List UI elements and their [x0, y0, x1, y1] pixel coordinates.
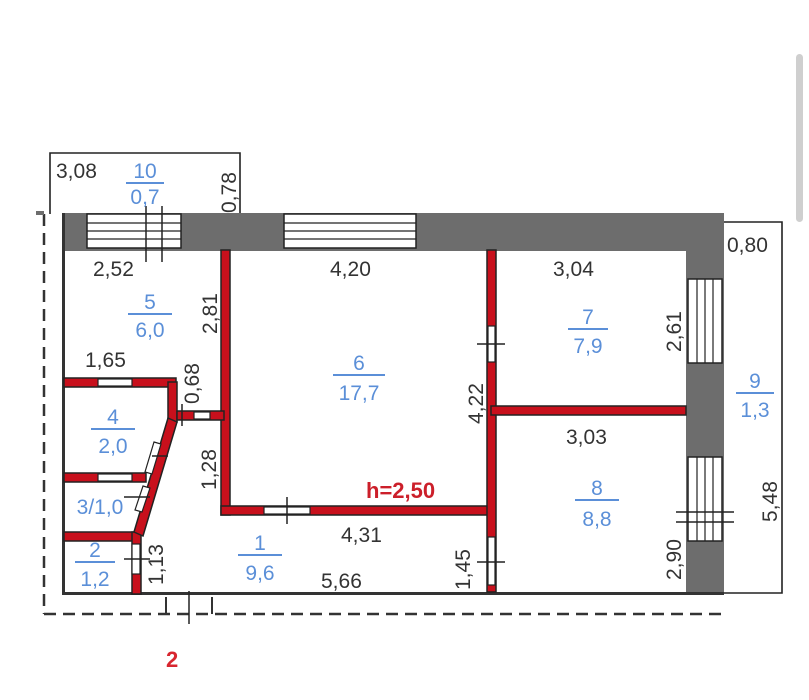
svg-text:0,7: 0,7 — [130, 186, 159, 209]
svg-text:6: 6 — [353, 352, 365, 375]
window-top-left — [86, 206, 182, 262]
dim-2-90: 2,90 — [663, 539, 686, 580]
dim-3-04: 3,04 — [553, 258, 594, 281]
scrollbar-thumb[interactable] — [796, 54, 803, 222]
svg-text:1,2: 1,2 — [80, 568, 109, 591]
svg-text:6,0: 6,0 — [135, 319, 164, 342]
window-right-upper — [687, 278, 723, 364]
svg-text:9,6: 9,6 — [245, 562, 274, 585]
dashed-boundary — [42, 214, 722, 616]
room-3-label: 3/1,0 — [77, 496, 124, 519]
room-5-label: 5 6,0 — [128, 291, 172, 342]
svg-text:5: 5 — [144, 291, 156, 314]
dim-1-65: 1,65 — [85, 349, 126, 372]
dim-3-08: 3,08 — [56, 160, 97, 183]
svg-text:3/1,0: 3/1,0 — [77, 496, 124, 519]
window-top-middle — [283, 213, 417, 249]
svg-text:9: 9 — [749, 370, 761, 393]
dim-2-61: 2,61 — [663, 311, 686, 352]
room-2-label: 2 1,2 — [75, 539, 115, 591]
room-6-label: 6 17,7 — [333, 352, 385, 405]
loggia-outline — [722, 221, 783, 594]
dim-5-48: 5,48 — [759, 481, 782, 522]
dim-3-03: 3,03 — [566, 426, 607, 449]
svg-text:8,8: 8,8 — [582, 508, 611, 531]
room-10-label: 10 0,7 — [126, 160, 164, 209]
room-7-label: 7 7,9 — [568, 306, 608, 358]
room-1-label: 1 9,6 — [238, 532, 282, 585]
dim-4-22: 4,22 — [465, 383, 488, 424]
dimension-ticks — [124, 343, 505, 624]
svg-text:7,9: 7,9 — [573, 335, 602, 358]
svg-text:2,0: 2,0 — [98, 435, 127, 458]
svg-text:2: 2 — [89, 539, 101, 562]
svg-text:8: 8 — [591, 477, 603, 500]
svg-text:17,7: 17,7 — [339, 382, 380, 405]
dim-0-80: 0,80 — [727, 234, 768, 257]
dim-4-20: 4,20 — [330, 258, 371, 281]
window-right-lower — [676, 456, 734, 542]
room-8-label: 8 8,8 — [575, 477, 619, 531]
balcony-outline — [49, 152, 241, 214]
dim-5-66: 5,66 — [321, 570, 362, 593]
dim-0-78: 0,78 — [218, 172, 241, 213]
room-4-label: 4 2,0 — [91, 406, 135, 458]
room-9-label: 9 1,3 — [736, 370, 774, 422]
floor-number-label: 2 — [166, 647, 178, 672]
svg-text:1: 1 — [254, 532, 266, 555]
dim-4-31: 4,31 — [341, 524, 382, 547]
dim-0-68: 0,68 — [181, 363, 204, 404]
svg-text:7: 7 — [582, 306, 594, 329]
dim-1-13: 1,13 — [145, 544, 168, 585]
dim-2-81: 2,81 — [199, 293, 222, 334]
ceiling-height-label: h=2,50 — [366, 478, 435, 503]
dim-2-52: 2,52 — [93, 258, 134, 281]
svg-text:10: 10 — [133, 160, 156, 183]
svg-text:4: 4 — [107, 406, 119, 429]
dim-1-45: 1,45 — [452, 549, 475, 590]
dim-1-28: 1,28 — [198, 449, 221, 490]
svg-text:1,3: 1,3 — [740, 399, 769, 422]
